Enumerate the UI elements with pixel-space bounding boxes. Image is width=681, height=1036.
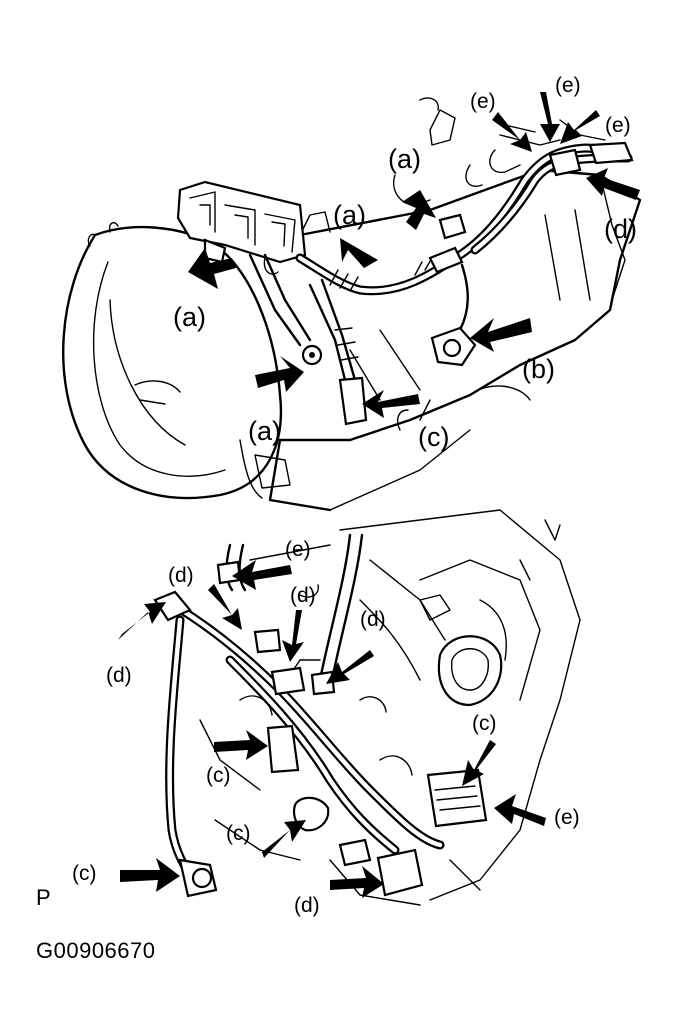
- lower-connector-d-left: [153, 590, 192, 622]
- arrow-c-lower-3: [262, 820, 306, 858]
- arrow-d-lower-5: [330, 866, 384, 898]
- callout-b: (b): [522, 354, 555, 384]
- upper-sensor: [338, 376, 368, 426]
- callout-a-2: (a): [248, 416, 281, 446]
- arrow-e-lower-1: [232, 560, 292, 590]
- callout-c-lower-4: (c): [72, 862, 97, 885]
- callout-e-1: (e): [470, 90, 496, 113]
- callout-e-lower-1: (e): [285, 538, 311, 561]
- arrow-e-1: [492, 112, 532, 152]
- lower-cap: [437, 635, 503, 707]
- arrow-a-4: [402, 190, 436, 230]
- callout-d-upper: (d): [604, 214, 637, 244]
- upper-connector-block: [176, 180, 307, 264]
- callout-a-4: (a): [388, 144, 421, 174]
- callout-e-2: (e): [555, 74, 581, 97]
- callout-a-1: (a): [173, 302, 206, 332]
- callout-d-lower-2: (d): [290, 584, 316, 607]
- arrow-d-upper: [586, 168, 640, 200]
- arrow-d-lower-3: [282, 610, 304, 662]
- arrow-c-lower-4: [462, 740, 496, 786]
- callout-d-lower-4: (d): [106, 664, 132, 687]
- lower-callouts: (e) (d) (d) (d) (d) (c) (c) (c) (c) (e) …: [72, 538, 580, 917]
- lower-sensor-c: [266, 724, 300, 774]
- callout-e-3: (e): [605, 114, 631, 137]
- figure-id: G00906670: [36, 938, 156, 963]
- arrow-e-lower-2: [494, 794, 546, 826]
- arrow-a-1: [188, 248, 236, 289]
- view-label: P: [36, 885, 51, 910]
- arrow-a-3: [340, 238, 378, 268]
- arrow-d-lower-4: [326, 650, 374, 684]
- upper-view-drawing: [62, 97, 642, 512]
- bell-housing-outline: [62, 225, 283, 500]
- arrow-d-lower-2: [118, 602, 166, 640]
- arrow-b: [470, 318, 532, 352]
- arrow-e-3: [560, 110, 600, 144]
- callout-c-upper: (c): [418, 422, 449, 452]
- lower-arrows: [118, 560, 546, 898]
- lower-connector-d-bottom: [376, 848, 424, 897]
- arrow-c-lower-2: [120, 858, 180, 892]
- upper-callouts: (a) (a) (a) (a) (b) (c) (d) (e) (e) (e): [173, 74, 637, 452]
- callout-d-lower-5: (d): [294, 894, 320, 917]
- arrow-d-lower-1: [208, 584, 242, 630]
- callout-d-lower-1: (d): [168, 564, 194, 587]
- callout-d-lower-3: (d): [360, 608, 386, 631]
- callout-c-lower-2: (c): [206, 764, 231, 787]
- upper-arrows: [188, 92, 640, 418]
- lower-view-drawing: [153, 509, 581, 906]
- transmission-case-outline: [213, 168, 642, 442]
- arrow-a-2: [255, 356, 304, 392]
- arrow-e-2: [540, 92, 560, 142]
- callout-c-lower-3: (c): [226, 822, 251, 845]
- arrow-c-lower-1: [214, 730, 268, 760]
- callout-c-lower-1: (c): [472, 712, 497, 735]
- arrow-c-upper: [362, 390, 420, 418]
- callout-a-3: (a): [333, 200, 366, 230]
- callout-e-lower-2: (e): [554, 806, 580, 829]
